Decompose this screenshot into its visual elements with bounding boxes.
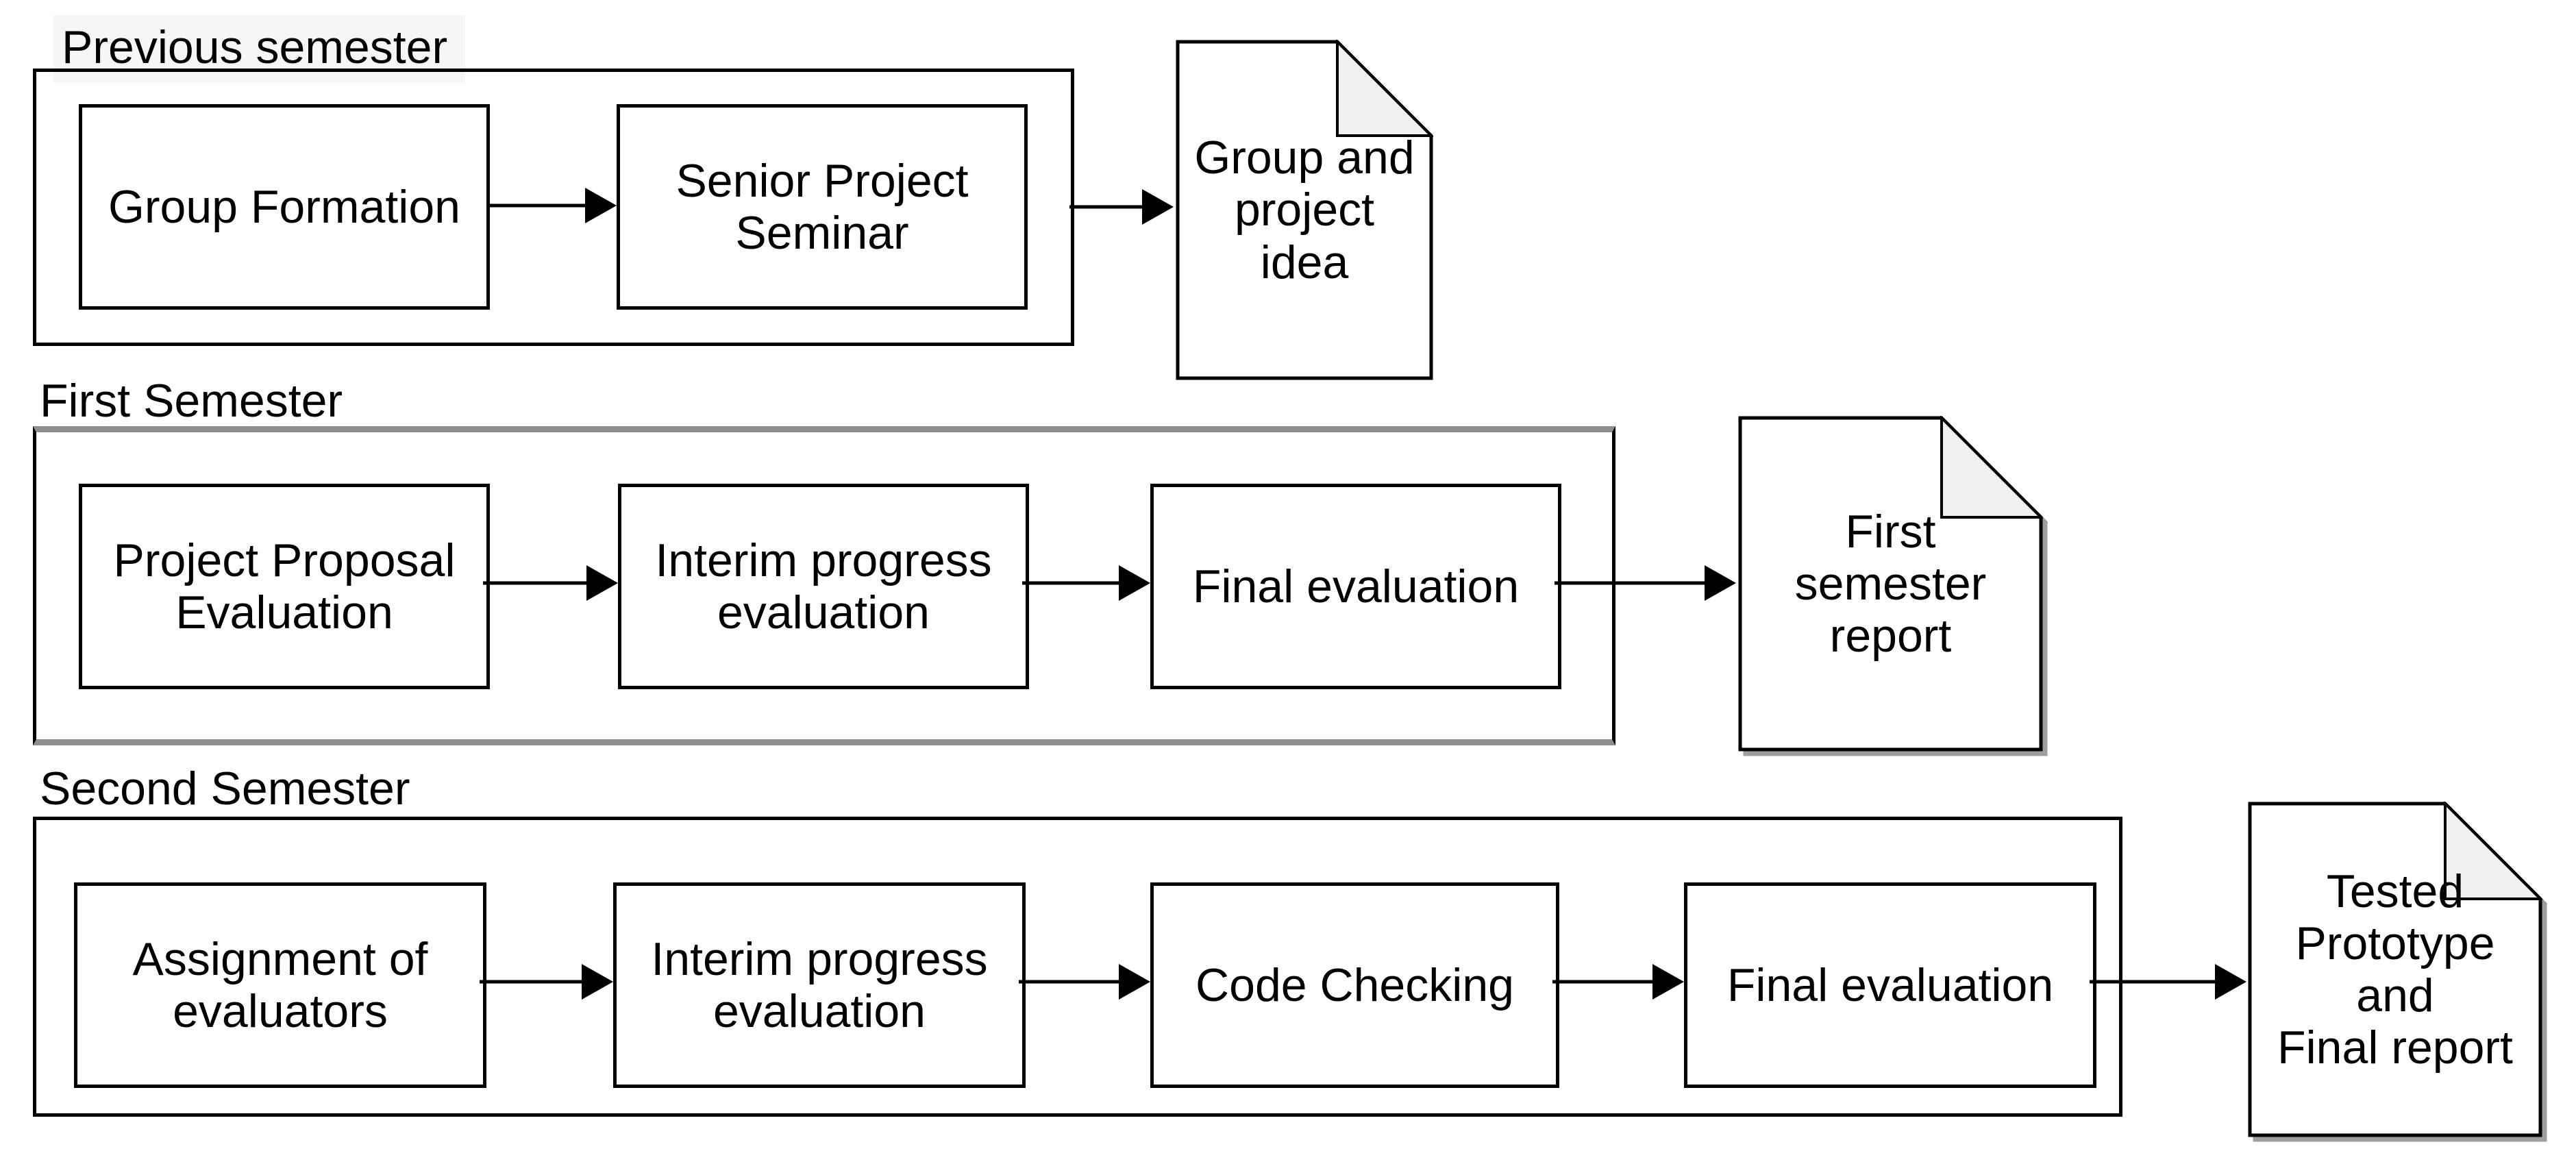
container-second-semester bbox=[33, 817, 2122, 1117]
section-label-second-semester: Second Semester bbox=[40, 763, 410, 815]
arrowhead-icon bbox=[582, 964, 613, 1000]
box-interim-progress-evaluation-sem2: Interim progress evaluation bbox=[613, 882, 1026, 1088]
arrow-shaft bbox=[1069, 205, 1146, 209]
document-shape bbox=[1176, 40, 1433, 380]
arrow-group-formation-to-seminar bbox=[486, 188, 617, 223]
box-label: Senior Project Seminar bbox=[676, 154, 969, 259]
container-first-semester bbox=[33, 426, 1615, 745]
box-label: Interim progress evaluation bbox=[655, 534, 992, 639]
arrow-shaft bbox=[1552, 980, 1657, 984]
box-label: Interim progress evaluation bbox=[651, 932, 988, 1037]
arrow-assignment-to-interim bbox=[480, 964, 613, 1000]
document-shape bbox=[2248, 802, 2542, 1137]
box-code-checking: Code Checking bbox=[1150, 882, 1559, 1088]
box-label: Final evaluation bbox=[1726, 958, 2054, 1011]
folded-corner-icon bbox=[1336, 40, 1433, 137]
document-label: Group and project idea bbox=[1194, 132, 1415, 288]
section-label-first-semester: First Semester bbox=[40, 375, 343, 427]
document-shape bbox=[1738, 416, 2043, 752]
arrow-shaft bbox=[1022, 581, 1123, 585]
box-label: Project Proposal Evaluation bbox=[113, 534, 456, 639]
box-label: Final evaluation bbox=[1192, 560, 1520, 612]
box-project-proposal-evaluation: Project Proposal Evaluation bbox=[79, 484, 490, 689]
arrow-interim-to-final-sem1 bbox=[1022, 565, 1150, 601]
box-interim-progress-evaluation-sem1: Interim progress evaluation bbox=[618, 484, 1029, 689]
arrowhead-icon bbox=[586, 565, 618, 601]
folded-corner-icon bbox=[2444, 802, 2542, 900]
arrowhead-icon bbox=[2215, 964, 2246, 1000]
arrow-code-checking-to-final bbox=[1552, 964, 1684, 1000]
arrowhead-icon bbox=[1705, 565, 1736, 601]
box-label: Code Checking bbox=[1196, 958, 1514, 1011]
arrow-shaft bbox=[486, 203, 589, 208]
arrowhead-icon bbox=[1119, 964, 1150, 1000]
arrow-shaft bbox=[1019, 980, 1123, 984]
box-final-evaluation-sem1: Final evaluation bbox=[1150, 484, 1561, 689]
arrow-shaft bbox=[1555, 581, 1709, 585]
box-final-evaluation-sem2: Final evaluation bbox=[1684, 882, 2096, 1088]
box-senior-project-seminar: Senior Project Seminar bbox=[617, 104, 1028, 310]
box-label: Assignment of evaluators bbox=[132, 932, 428, 1037]
folded-corner-icon bbox=[1940, 416, 2043, 519]
doc-first-semester-report: First semester report bbox=[1738, 416, 2043, 752]
arrow-to-group-project-idea-doc bbox=[1069, 189, 1174, 225]
box-assignment-of-evaluators: Assignment of evaluators bbox=[74, 882, 486, 1088]
arrowhead-icon bbox=[585, 188, 617, 223]
arrow-interim-to-code-checking bbox=[1019, 964, 1150, 1000]
box-label: Group Formation bbox=[108, 180, 460, 233]
arrow-to-tested-prototype-doc bbox=[2090, 964, 2246, 1000]
document-label: First semester report bbox=[1794, 505, 1987, 663]
document-label: Tested Prototype and Final report bbox=[2277, 865, 2513, 1074]
arrow-proposal-to-interim bbox=[483, 565, 618, 601]
arrow-shaft bbox=[2090, 980, 2219, 984]
doc-tested-prototype-and-final-report: Tested Prototype and Final report bbox=[2248, 802, 2542, 1137]
arrowhead-icon bbox=[1142, 189, 1174, 225]
arrow-to-first-semester-report-doc bbox=[1555, 565, 1736, 601]
arrow-shaft bbox=[480, 980, 586, 984]
arrowhead-icon bbox=[1119, 565, 1150, 601]
arrow-shaft bbox=[483, 581, 591, 585]
box-group-formation: Group Formation bbox=[79, 104, 490, 310]
doc-group-and-project-idea: Group and project idea bbox=[1176, 40, 1433, 380]
arrowhead-icon bbox=[1652, 964, 1684, 1000]
